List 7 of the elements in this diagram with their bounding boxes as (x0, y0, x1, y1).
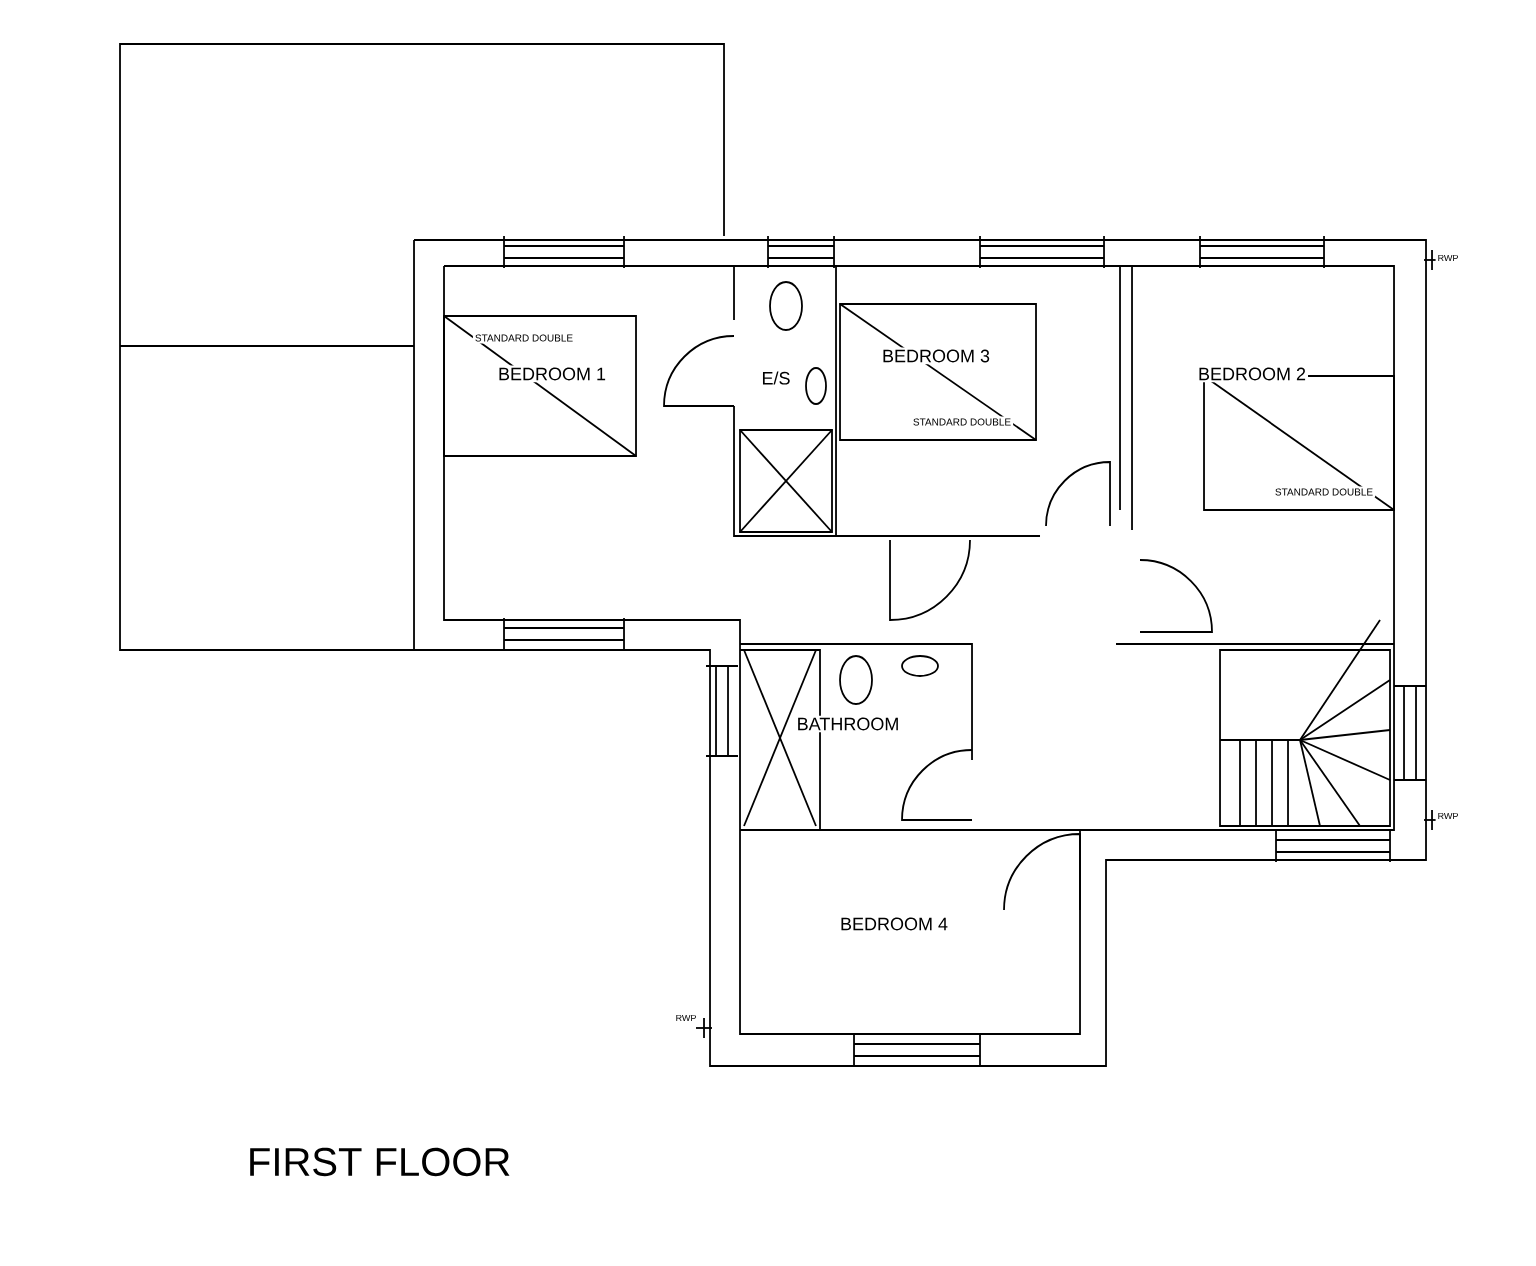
room-label: BATHROOM (794, 715, 902, 733)
room-label: E/S (759, 369, 793, 387)
room-label: BEDROOM 2 (1196, 365, 1308, 383)
room-label: BEDROOM 3 (880, 347, 992, 365)
room-label: BEDROOM 4 (838, 915, 950, 933)
room-label: BEDROOM 1 (496, 365, 608, 383)
title: FIRST FLOOR (250, 1147, 510, 1177)
